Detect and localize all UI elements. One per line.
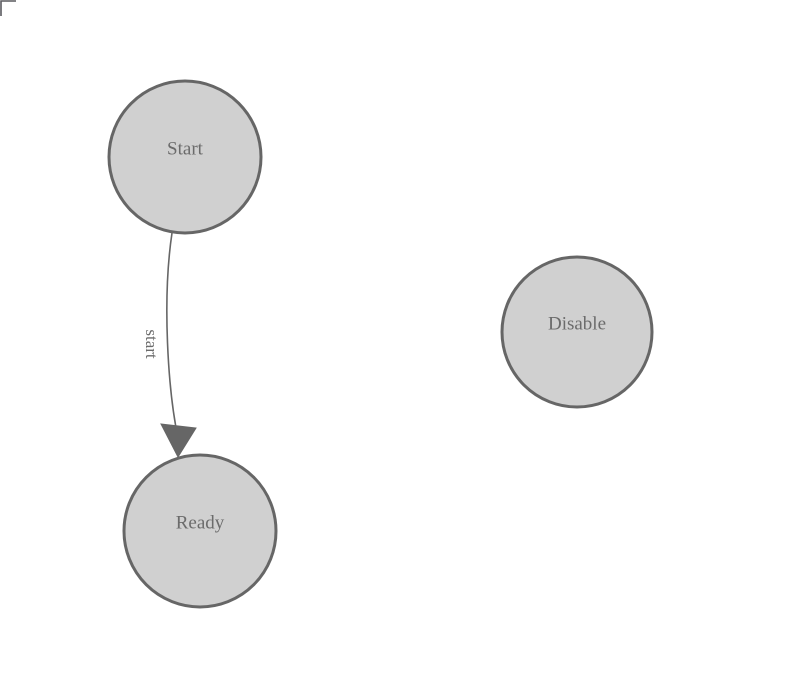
node-disable[interactable]: Disable xyxy=(500,255,654,409)
edge-line xyxy=(166,232,179,439)
node-start-label: Start xyxy=(167,138,204,159)
node-disable-label: Disable xyxy=(548,313,606,334)
arrowhead-icon xyxy=(160,423,197,459)
node-start-shape xyxy=(107,79,263,235)
node-ready-shape xyxy=(122,453,278,609)
node-ready-label: Ready xyxy=(176,512,225,533)
edge-label-start: start xyxy=(142,329,161,359)
node-ready[interactable]: Ready xyxy=(122,453,278,609)
edge-start-to-ready[interactable]: start xyxy=(142,232,197,459)
node-disable-shape xyxy=(500,255,654,409)
corner-bracket-mark xyxy=(0,0,16,16)
node-start[interactable]: Start xyxy=(107,79,263,235)
